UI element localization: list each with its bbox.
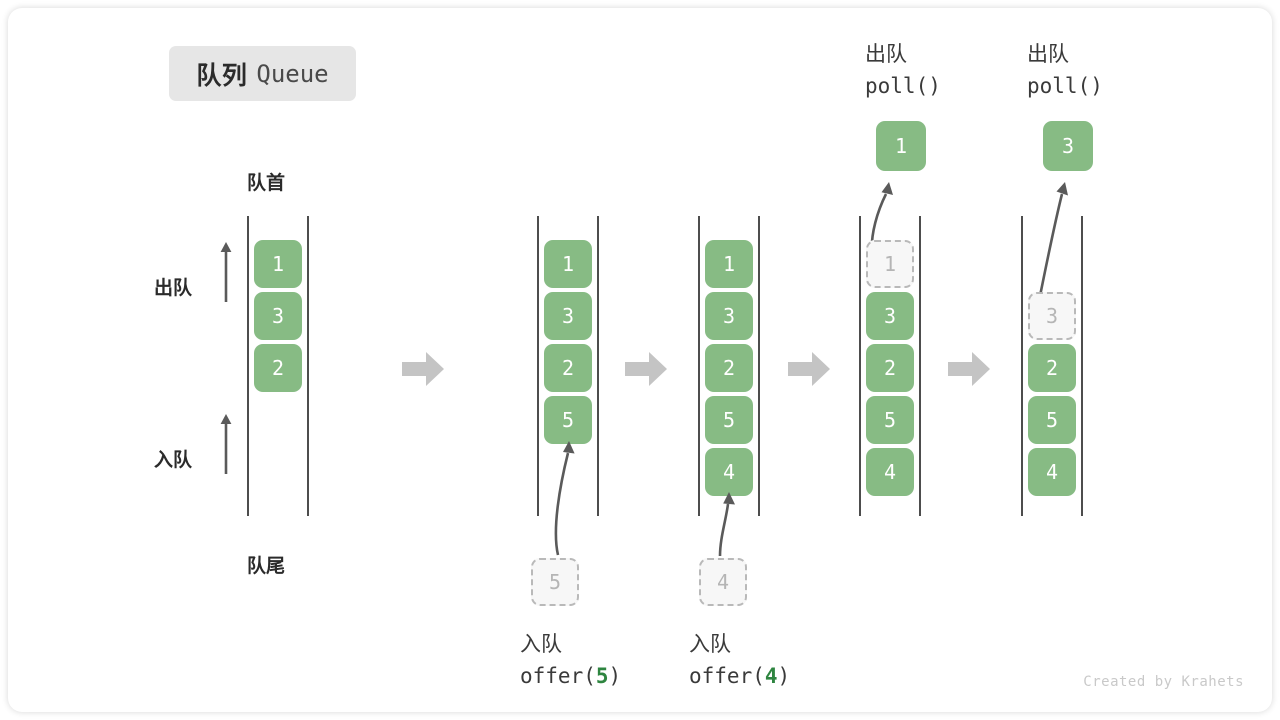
caption-cn-poll-3: 出队 xyxy=(1027,43,1069,66)
queue-cell: 4 xyxy=(705,448,753,496)
incoming-ghost-cell: 4 xyxy=(699,558,747,606)
queue-cell: 5 xyxy=(544,396,592,444)
rail-right xyxy=(307,216,309,516)
rail-left xyxy=(698,216,700,516)
caption-cn-offer-5: 入队 xyxy=(520,633,562,656)
label-queue-front: 队首 xyxy=(247,173,286,194)
queue-cell: 1 xyxy=(705,240,753,288)
queue-cell: 2 xyxy=(544,344,592,392)
queue-cell: 3 xyxy=(544,292,592,340)
diagram-canvas: 队列 Queue 1 3 2 队首 队尾 出队 入队 1 3 2 5 5 xyxy=(8,8,1272,712)
right-arrow-icon xyxy=(625,352,667,386)
title-english: Queue xyxy=(256,59,329,88)
rail-right xyxy=(919,216,921,516)
rail-right xyxy=(758,216,760,516)
queue-cell: 2 xyxy=(866,344,914,392)
rail-left xyxy=(859,216,861,516)
caption-cn-offer-4: 入队 xyxy=(689,633,731,656)
queue-cell: 3 xyxy=(866,292,914,340)
label-dequeue: 出队 xyxy=(154,278,193,299)
up-arrow-icon-enqueue xyxy=(220,414,232,474)
popped-cell: 1 xyxy=(876,121,926,171)
caption-cn-poll-1: 出队 xyxy=(865,43,907,66)
rail-right xyxy=(1081,216,1083,516)
right-arrow-icon xyxy=(402,352,444,386)
right-arrow-icon xyxy=(788,352,830,386)
diagram-title-badge: 队列 Queue xyxy=(169,46,356,101)
rail-left xyxy=(247,216,249,516)
rail-right xyxy=(597,216,599,516)
caption-code-offer-5: offer(5) xyxy=(520,664,621,688)
credit-text: Created by Krahets xyxy=(1083,674,1244,690)
code-post: ) xyxy=(777,664,791,688)
queue-cell: 5 xyxy=(705,396,753,444)
code-num: 5 xyxy=(595,664,609,688)
queue-cell: 3 xyxy=(705,292,753,340)
queue-cell: 4 xyxy=(1028,448,1076,496)
code-pre: offer( xyxy=(689,664,765,688)
label-queue-rear: 队尾 xyxy=(247,556,286,577)
code-num: 4 xyxy=(764,664,778,688)
queue-cell-removed: 3 xyxy=(1028,292,1076,340)
rail-left xyxy=(537,216,539,516)
caption-code-poll-1: poll() xyxy=(865,74,941,98)
code-post: ) xyxy=(608,664,622,688)
queue-cell-removed: 1 xyxy=(866,240,914,288)
queue-cell: 4 xyxy=(866,448,914,496)
queue-cell: 3 xyxy=(254,292,302,340)
queue-cell: 5 xyxy=(866,396,914,444)
curved-arrow-icon-enqueue-5 xyxy=(554,441,575,556)
title-chinese: 队列 xyxy=(196,61,248,90)
incoming-ghost-cell: 5 xyxy=(531,558,579,606)
up-arrow-icon-dequeue xyxy=(220,242,232,302)
rail-left xyxy=(1021,216,1023,516)
popped-cell: 3 xyxy=(1043,121,1093,171)
queue-cell: 2 xyxy=(1028,344,1076,392)
queue-cell: 1 xyxy=(544,240,592,288)
label-enqueue: 入队 xyxy=(154,450,193,471)
queue-cell: 2 xyxy=(705,344,753,392)
right-arrow-icon xyxy=(948,352,990,386)
curved-arrow-icon-poll-3 xyxy=(1036,182,1068,307)
queue-cell: 1 xyxy=(254,240,302,288)
code-pre: offer( xyxy=(520,664,596,688)
queue-cell: 5 xyxy=(1028,396,1076,444)
curved-arrow-icon-enqueue-4 xyxy=(718,492,735,557)
queue-cell: 2 xyxy=(254,344,302,392)
caption-code-offer-4: offer(4) xyxy=(689,664,790,688)
caption-code-poll-3: poll() xyxy=(1027,74,1103,98)
